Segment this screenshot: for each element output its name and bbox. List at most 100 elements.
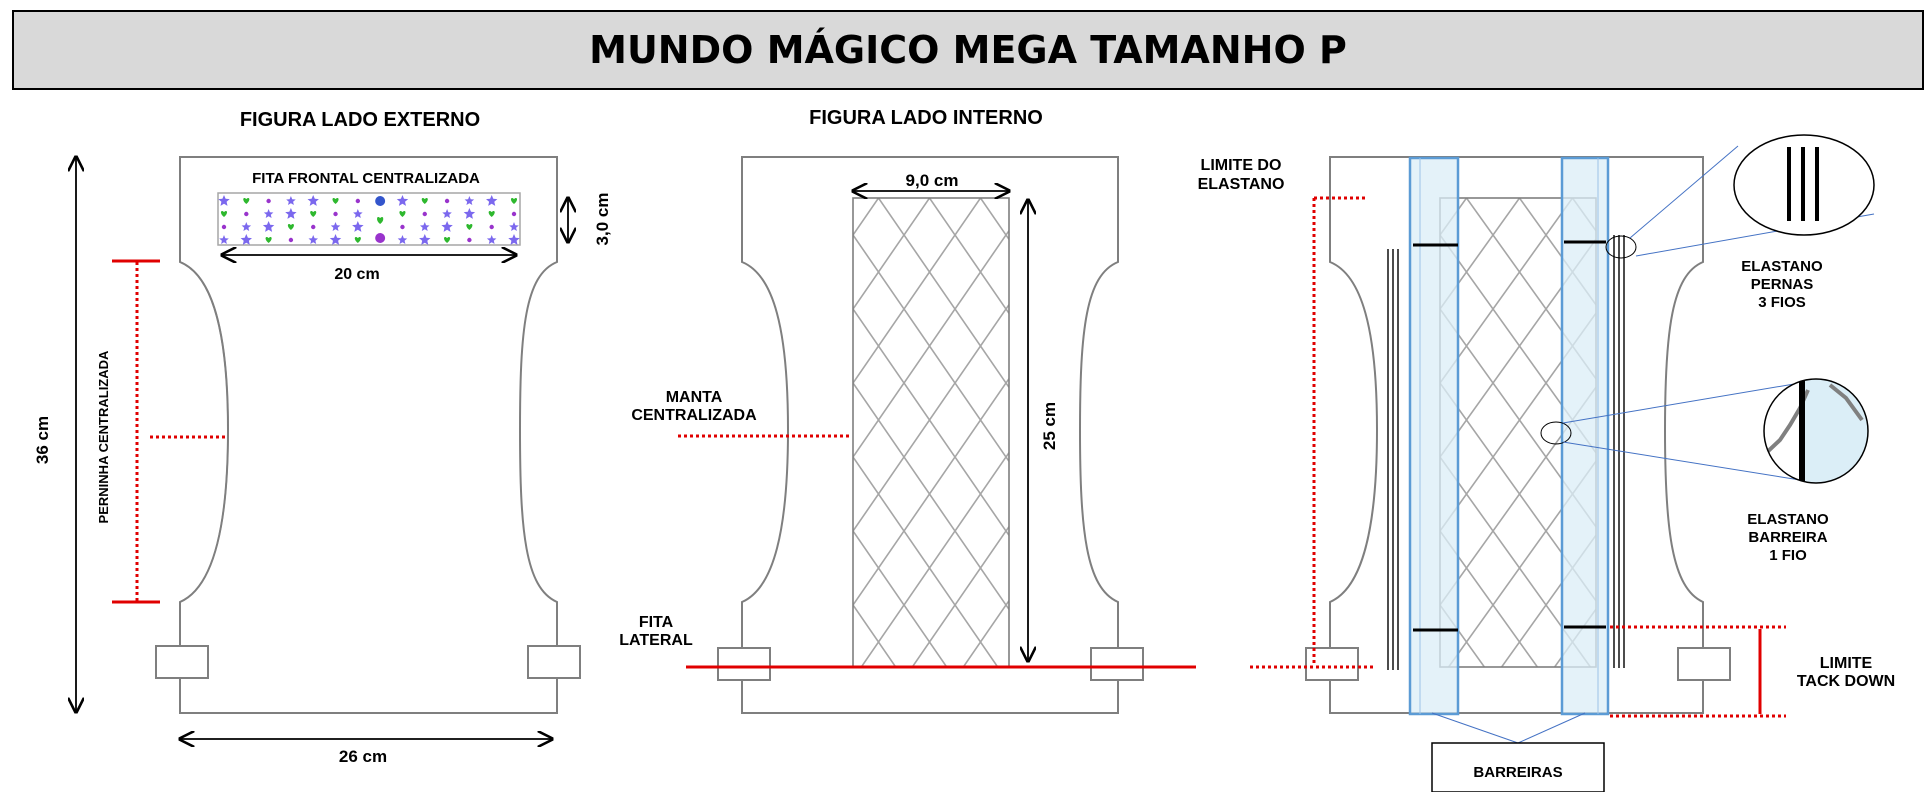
tape-star-icon [464,196,475,205]
elastic-panel: LIMITE DO ELASTANO LIMITE TACK DOWN ELAS… [1198,134,1895,792]
tape-star-icon [329,234,342,245]
leg-elastic-left [1387,249,1399,670]
side-tape-line2: LATERAL [619,632,693,649]
front-tape [217,192,521,246]
tape-star-icon [308,235,318,244]
tape-dot-icon [288,237,294,243]
tape-heart-icon [444,236,451,243]
internal-panel: FIGURA LADO INTERNO 9,0 cm 25 cm MANTA C… [619,107,1196,714]
elastic-limit-line1: LIMITE DO [1201,157,1282,174]
tape-star-icon [396,195,409,206]
tape-heart-icon [265,236,272,243]
pad-width-label: 9,0 cm [906,171,959,190]
tape-star-icon [218,195,230,206]
leg-label: PERNINHA CENTRALIZADA [96,350,111,523]
barrier-elastic-zoom [1763,378,1869,484]
tape-star-icon [263,209,274,218]
legs-label-line1: ELASTANO [1741,258,1823,275]
legs-label-line3: 3 FIOS [1758,294,1806,311]
tape-star-icon [441,221,453,232]
tape-star-icon [419,234,431,245]
side-tab-right-elastic [1677,647,1731,681]
tape-dot-icon [511,211,517,217]
leg-elastic-callout-line-a [1629,145,1739,239]
tape-star-icon [509,222,519,231]
tack-label-line1: LIMITE [1820,655,1873,672]
tape-star-icon [486,195,498,206]
tape-heart-icon [332,197,339,204]
barriers-box-label: BARREIRAS [1473,764,1562,781]
barrier-right [1560,156,1610,716]
tape-dot-icon [400,224,405,230]
barrier-label-line3: 1 FIO [1769,547,1807,564]
side-tape-line1: FITA [639,614,674,631]
barrier-label-line2: BARREIRA [1748,529,1827,546]
front-tape-label: FITA FRONTAL CENTRALIZADA [252,170,480,187]
height-label: 36 cm [33,416,52,464]
page-title: MUNDO MÁGICO MEGA TAMANHO P [589,28,1347,72]
tape-heart-icon [310,210,317,217]
side-tab-left-elastic [1305,647,1359,681]
tape-dot-icon [467,237,472,243]
tape-heart-icon [354,236,361,243]
pad-label-line1: MANTA [666,389,723,406]
side-tab-left-internal [717,647,771,681]
tape-dot-icon [355,198,361,204]
side-tab-right [527,645,581,679]
tape-heart-icon [488,210,495,217]
legs-label-line2: PERNAS [1751,276,1814,293]
tape-star-icon [241,222,252,231]
side-tab-right-internal [1090,647,1144,681]
tape-heart-icon [421,197,428,204]
tape-center-dot-icon [375,196,386,206]
tape-dot-icon [311,224,316,230]
tape-dot-icon [244,211,249,217]
tape-center-dot-icon [375,233,386,243]
absorbent-pad [852,197,1010,668]
tape-dot-icon [422,211,427,217]
internal-heading: FIGURA LADO INTERNO [809,107,1043,129]
tape-width-label: 20 cm [334,266,379,283]
front-tape-pattern [218,195,520,245]
tape-star-icon [307,195,319,206]
tape-star-icon [463,208,476,219]
tape-star-icon [286,196,296,205]
tape-star-icon [397,235,408,244]
tape-dot-icon [444,198,450,204]
tape-star-icon [240,234,252,245]
barriers-box [1431,742,1605,792]
tape-heart-icon [243,197,250,204]
tape-dot-icon [266,198,271,204]
tape-star-icon [262,221,275,232]
external-panel: FIGURA LADO EXTERNO FITA FRONTAL CENTRAL… [33,109,612,766]
tape-dot-icon [333,211,338,217]
tape-height-label: 3,0 cm [593,193,612,246]
pad-height-label: 25 cm [1040,402,1059,450]
tape-heart-icon [220,210,228,217]
tape-heart-icon [377,217,384,224]
tape-heart-icon [399,210,406,217]
side-tab-left [155,645,209,679]
tape-star-icon [486,235,497,244]
barriers-pointer-right [1517,712,1586,744]
title-bar: MUNDO MÁGICO MEGA TAMANHO P [12,10,1924,90]
leg-elastic-zoom-threads [1787,147,1819,221]
external-heading: FIGURA LADO EXTERNO [240,109,480,131]
tape-heart-icon [287,223,294,230]
tape-star-icon [330,222,341,231]
tape-star-icon [285,208,297,219]
elastic-limit-line2: ELASTANO [1198,176,1285,193]
tape-star-icon [508,234,520,245]
tape-star-icon [353,209,363,218]
tape-dot-icon [221,224,227,230]
leg-elastic-callout-marker [1605,235,1637,259]
tape-star-icon [442,209,452,218]
barrier-elastic-callout-line-b [1562,441,1801,481]
tape-dot-icon [489,224,494,230]
barriers-pointer-left [1431,712,1519,744]
pad-label-line2: CENTRALIZADA [631,407,757,424]
width-label: 26 cm [339,747,387,766]
tack-label-line2: TACK DOWN [1797,673,1895,690]
tape-heart-icon [466,223,473,230]
